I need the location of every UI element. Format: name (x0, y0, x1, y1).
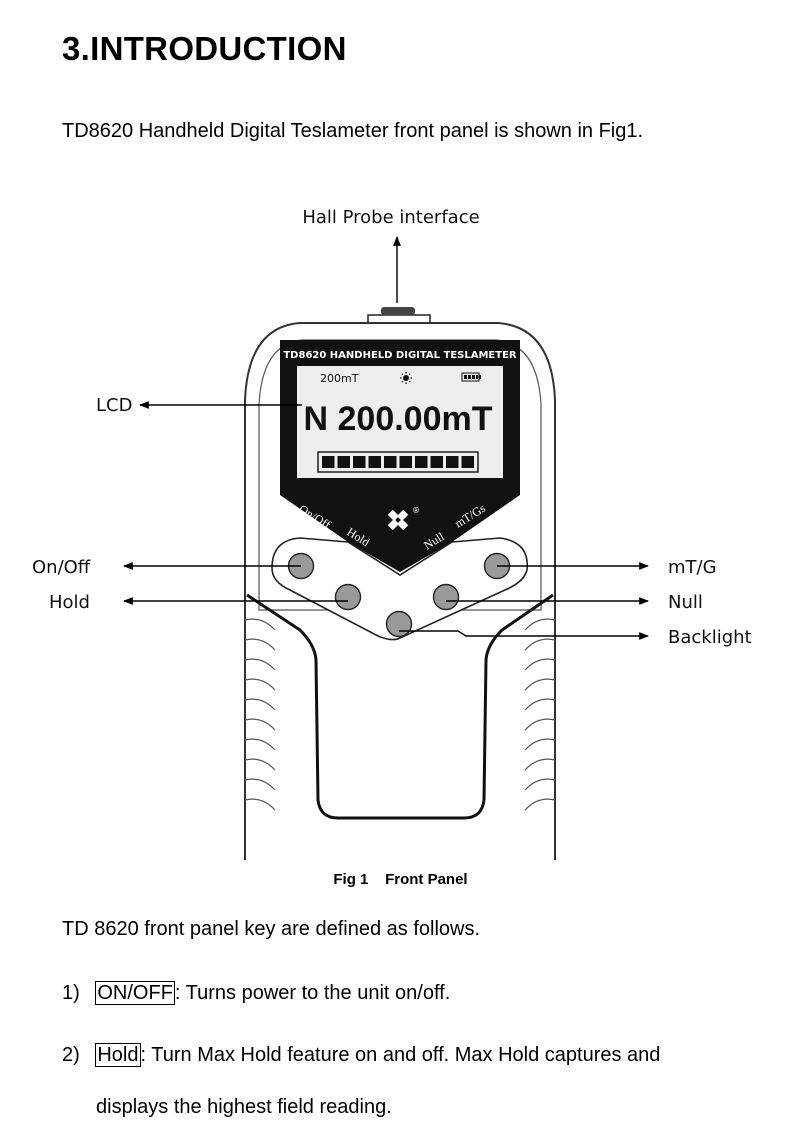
section-title-text: INTRODUCTION (90, 30, 347, 67)
null-button[interactable] (432, 583, 460, 611)
lcd-bargraph (322, 456, 474, 468)
list-item: 2) Hold: Turn Max Hold feature on and of… (62, 1043, 661, 1067)
keys-intro-paragraph: TD 8620 front panel key are defined as f… (62, 918, 481, 940)
battery-icon (461, 372, 481, 382)
front-panel-figure: TD8620 HANDHELD DIGITAL TESLAMETER 200mT… (32, 207, 752, 860)
list-item-description: : Turns power to the unit on/off. (174, 982, 451, 1004)
list-item-number: 1) (62, 982, 80, 1004)
lcd-bar-segment (384, 456, 397, 468)
section-title: 3.INTRODUCTION (62, 30, 347, 68)
lcd-bar-segment (415, 456, 428, 468)
callout-lcd: LCD (96, 395, 132, 416)
callout-probe: Hall Probe interface (302, 207, 479, 228)
figure-caption-text: Front Panel (385, 871, 468, 888)
keypad-bezel (271, 537, 529, 641)
backlight-arrow (399, 630, 649, 640)
lcd-bar-segment (368, 456, 381, 468)
figure-caption-number: Fig 1 (333, 871, 369, 888)
callout-mt-g: mT/G (668, 557, 717, 578)
lcd-bar-segment (430, 456, 443, 468)
list-item: 1) ON/OFF: Turns power to the unit on/of… (62, 981, 451, 1005)
lcd-reading: N 200.00mT (304, 400, 493, 438)
sun-icon (400, 372, 412, 384)
lcd-bar-segment (322, 456, 335, 468)
hold-button[interactable] (334, 583, 362, 611)
lcd-bar-segment (353, 456, 366, 468)
list-item-continuation: displays the highest field reading. (96, 1096, 392, 1118)
backlight-sun-icon (393, 557, 403, 567)
list-item-number: 2) (62, 1044, 80, 1066)
list-item-description: : Turn Max Hold feature on and off. Max … (140, 1044, 661, 1066)
key-term-hold: Hold (95, 1043, 141, 1067)
lcd-screen: 200mT N 200.00mT (297, 366, 503, 478)
lcd-bar-segment (446, 456, 459, 468)
lcd-bar-segment (337, 456, 350, 468)
callout-backlight: Backlight (668, 627, 752, 648)
backlight-button[interactable] (385, 610, 413, 638)
brand-logo (387, 509, 409, 531)
logo-registered-mark: ® (412, 506, 420, 515)
callout-null: Null (668, 592, 703, 613)
section-number: 3. (62, 30, 91, 67)
device-header: TD8620 HANDHELD DIGITAL TESLAMETER (283, 350, 517, 361)
callout-on-off: On/Off (32, 557, 91, 578)
intro-paragraph: TD8620 Handheld Digital Teslameter front… (62, 120, 644, 142)
lcd-bar-segment (461, 456, 474, 468)
key-term-on-off: ON/OFF (95, 981, 175, 1005)
figure-caption: Fig 1 Front Panel (0, 871, 801, 888)
callout-hold: Hold (49, 592, 90, 613)
lcd-bar-segment (399, 456, 412, 468)
lcd-range: 200mT (320, 372, 359, 385)
